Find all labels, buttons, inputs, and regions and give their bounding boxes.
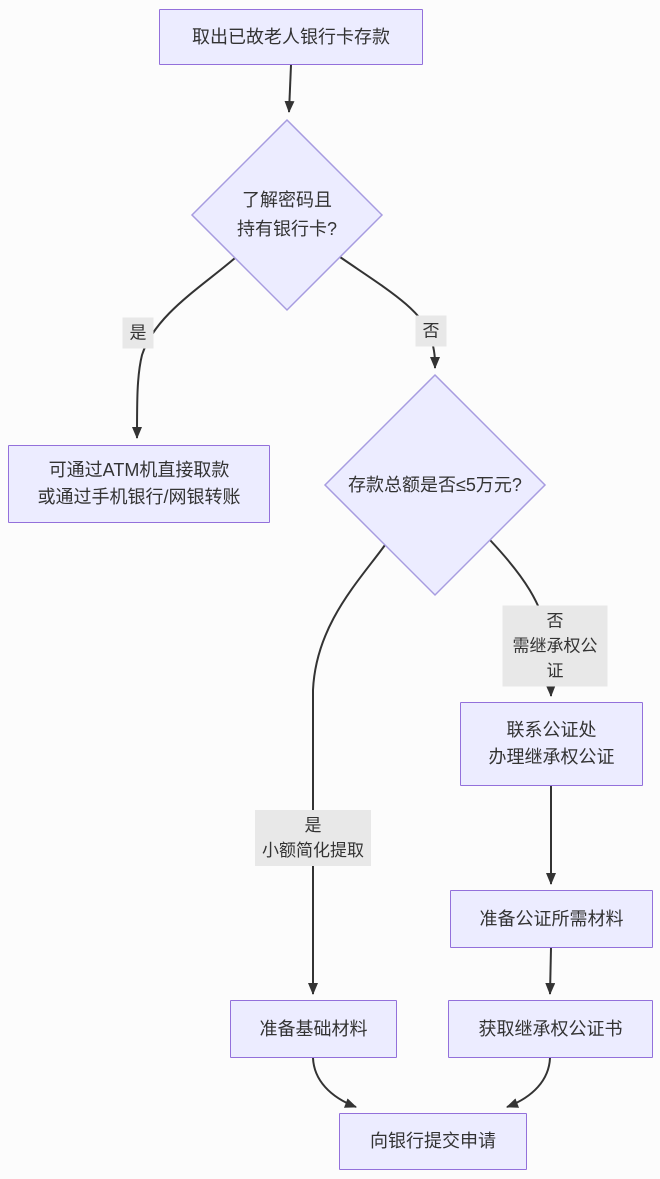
edge-label-no-decision-amount: 否 需继承权公证 xyxy=(502,605,608,687)
edge-basic-materials-to-submit xyxy=(312,1057,357,1108)
edge-notary-materials-to-certificate xyxy=(545,947,556,995)
edge-certificate-to-submit xyxy=(506,1057,551,1108)
edge-start-to-decision-password xyxy=(284,64,295,113)
node-start: 取出已故老人银行卡存款 xyxy=(159,9,423,65)
edge-decision-password-to-decision-amount xyxy=(339,256,440,369)
edge-label-no-decision-password: 否 xyxy=(415,315,447,347)
node-submit: 向银行提交申请 xyxy=(339,1113,527,1170)
edge-decision-amount-to-basic-materials xyxy=(308,544,386,995)
node-notary-contact: 联系公证处 办理继承权公证 xyxy=(460,702,643,786)
decision-password-shape xyxy=(190,118,384,312)
edge-label-yes-decision-amount: 是 小额简化提取 xyxy=(255,810,371,866)
node-decision-password: 了解密码且 持有银行卡? xyxy=(236,190,337,239)
edge-decision-password-to-atm xyxy=(132,257,236,439)
edge-label-yes-decision-password: 是 xyxy=(122,317,154,349)
node-atm: 可通过ATM机直接取款 或通过手机银行/网银转账 xyxy=(8,445,270,523)
node-notary-materials: 准备公证所需材料 xyxy=(450,890,653,948)
node-basic-materials: 准备基础材料 xyxy=(230,1000,397,1058)
decision-amount-shape xyxy=(323,373,547,597)
node-certificate: 获取继承权公证书 xyxy=(448,1000,653,1058)
node-decision-amount: 存款总额是否≤5万元? xyxy=(348,474,522,495)
